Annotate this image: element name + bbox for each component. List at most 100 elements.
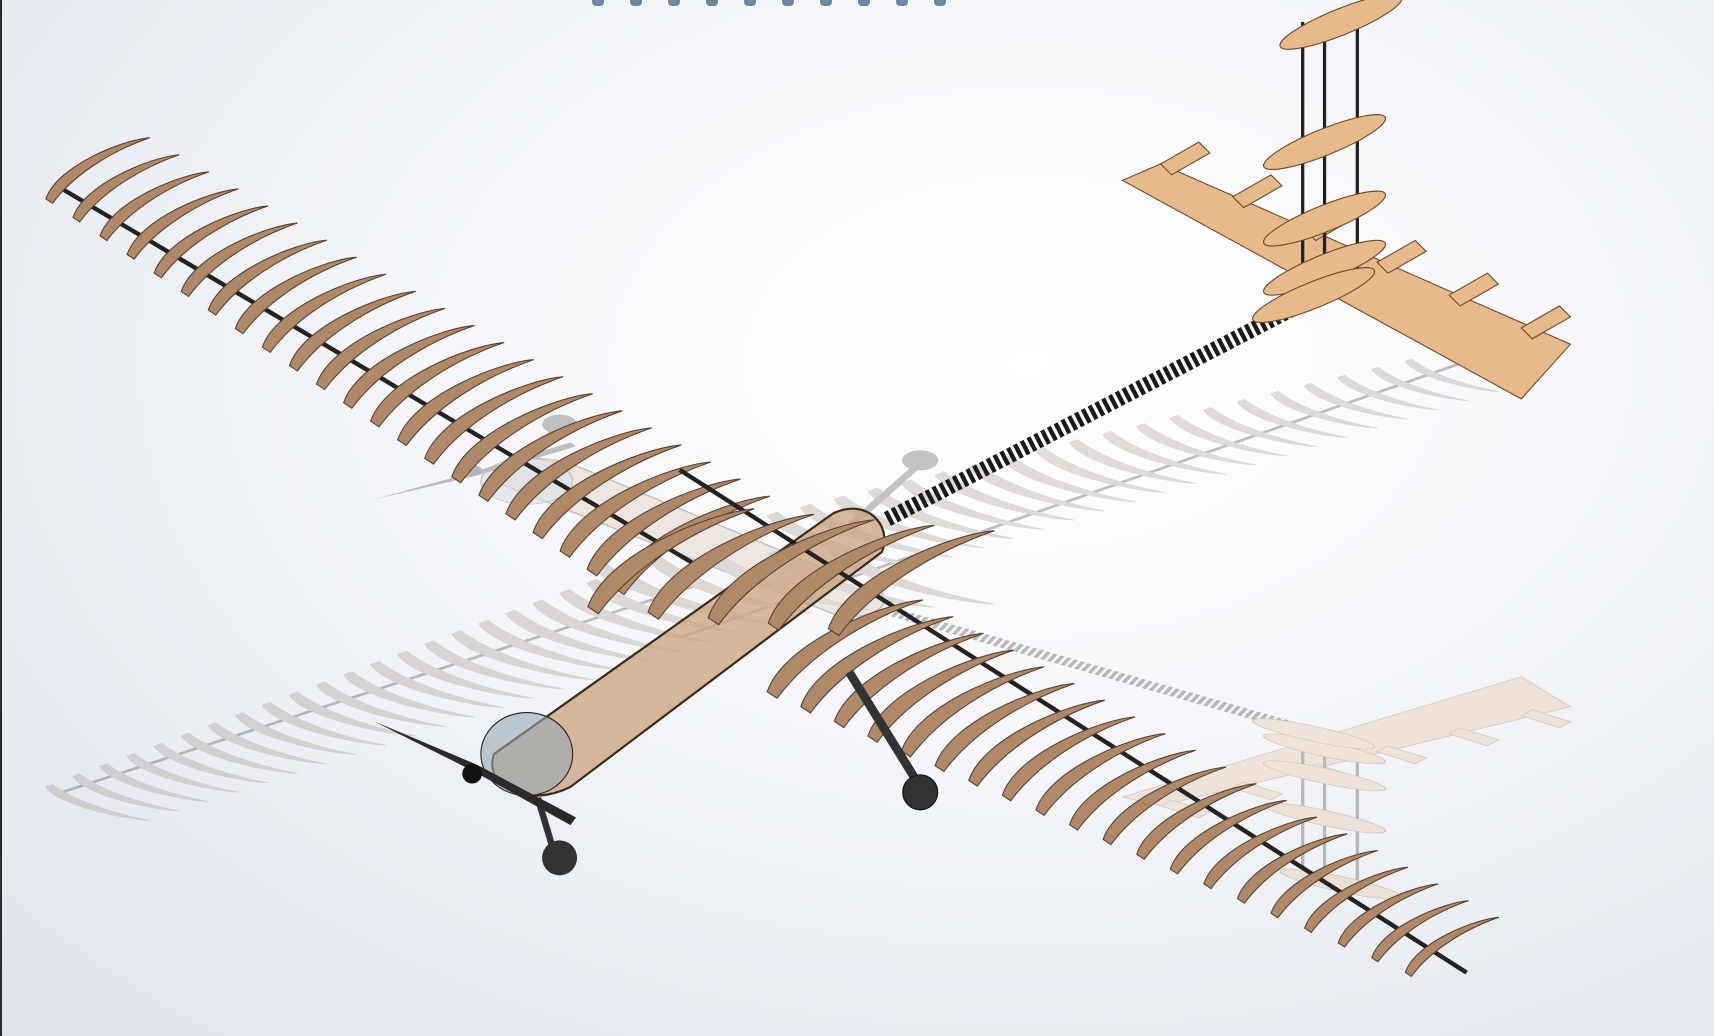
wing-rib <box>559 461 712 558</box>
wing-rib <box>1337 374 1439 411</box>
wing-rib <box>72 773 180 812</box>
wing-rib <box>532 444 682 540</box>
edit-appearance-icon[interactable] <box>858 0 870 6</box>
wing-rib <box>451 630 593 680</box>
wing-rib <box>1404 358 1500 392</box>
wing-rib <box>1102 431 1227 475</box>
wing-rib <box>1371 900 1469 963</box>
wing-rib <box>1169 415 1287 457</box>
view-settings-icon[interactable] <box>934 0 946 6</box>
wing-rib <box>1136 783 1257 861</box>
wing-rib <box>99 171 209 242</box>
wing-rib <box>126 188 239 260</box>
wing-rib <box>766 599 924 700</box>
stabilizer-rib <box>1303 763 1355 783</box>
display-pane-icon[interactable] <box>782 0 794 6</box>
wing-rib <box>586 478 741 577</box>
stabilizer-rib <box>1231 781 1283 801</box>
wing-rib <box>1068 749 1196 831</box>
wing-rib <box>288 290 416 372</box>
wing-rib <box>867 649 1015 743</box>
stabilizer-rib <box>1520 305 1572 340</box>
main-wheel <box>902 774 939 811</box>
canopy <box>480 711 574 797</box>
propeller <box>373 721 576 826</box>
wing-rib <box>234 256 357 335</box>
wing-rib <box>451 393 593 484</box>
wing-rib <box>1371 366 1469 402</box>
stabilizer-rib <box>1448 272 1500 307</box>
view-orientation-icon[interactable] <box>592 0 604 6</box>
stabilizer-rib <box>1159 141 1211 176</box>
wing-rib <box>505 427 652 521</box>
spinner <box>462 763 482 784</box>
wing-rib <box>968 699 1105 787</box>
wing-rib <box>261 273 387 354</box>
stabilizer-rib <box>1376 745 1428 765</box>
hide-show-icon[interactable] <box>820 0 832 6</box>
wing-rib <box>315 681 446 727</box>
zoom-area-icon[interactable] <box>744 0 756 6</box>
wing-rib <box>397 359 534 447</box>
display-style-icon[interactable] <box>630 0 642 6</box>
wing-rib <box>1303 382 1409 420</box>
vertical-fin-rib <box>1263 760 1387 792</box>
wing-rib <box>900 666 1045 758</box>
vertical-fin-rib <box>1263 733 1387 765</box>
wing-rib <box>647 513 815 620</box>
wing-rib <box>1102 766 1227 846</box>
right-wing-spar <box>678 468 1468 975</box>
wing-rib <box>397 650 534 699</box>
left-wing-spar <box>55 582 703 795</box>
wing-rib <box>1068 439 1196 484</box>
wing-rib <box>1303 866 1409 934</box>
wing-rib <box>1035 447 1166 493</box>
main-landing-gear-strut <box>845 669 924 790</box>
apply-scene-icon[interactable] <box>896 0 908 6</box>
wing-rib <box>45 137 150 205</box>
vertical-fin-rib <box>1252 267 1376 324</box>
wing-rib <box>478 410 623 503</box>
wing-rib <box>424 376 564 465</box>
stabilizer-rib <box>1231 174 1283 209</box>
wing-rib <box>288 691 416 737</box>
wing-rib <box>1035 733 1166 817</box>
wing-rib <box>934 682 1075 773</box>
wing-rib <box>207 239 328 316</box>
section-view-icon[interactable] <box>668 0 680 6</box>
wing-rib <box>900 479 1045 530</box>
wing-rib <box>45 783 150 821</box>
aircraft-assembly <box>45 0 1572 978</box>
nose-wheel <box>542 840 578 876</box>
wing-rib <box>99 763 209 802</box>
wing-rib <box>180 732 298 774</box>
wing-rib <box>1203 407 1318 448</box>
wing-rib <box>1404 916 1500 978</box>
vertical-fin-rib <box>1263 114 1387 171</box>
wing-rib <box>1270 849 1378 919</box>
wing-rib <box>153 742 269 784</box>
wing-rib <box>342 324 475 409</box>
wing-rib <box>1203 816 1318 890</box>
wing-rib <box>478 619 623 671</box>
wing-rib <box>767 524 935 631</box>
wing-rib <box>1337 883 1439 948</box>
stabilizer-rib <box>1520 709 1572 729</box>
wing-rib <box>1270 390 1378 429</box>
wing-rib <box>1236 833 1348 904</box>
wing-rib <box>1001 716 1136 802</box>
wing-rib <box>234 712 357 755</box>
vertical-fin-rib <box>1252 718 1376 750</box>
floor-reflection <box>45 358 1572 900</box>
wing-rib <box>1236 398 1348 438</box>
wing-rib <box>342 671 475 718</box>
wing-rib <box>707 519 875 626</box>
wing-rib <box>370 341 505 428</box>
zoom-to-fit-icon[interactable] <box>706 0 718 6</box>
wing-rib <box>827 530 995 637</box>
wing-rib <box>315 307 446 391</box>
wing-rib <box>370 660 505 709</box>
vertical-fin-rib <box>1279 0 1403 50</box>
